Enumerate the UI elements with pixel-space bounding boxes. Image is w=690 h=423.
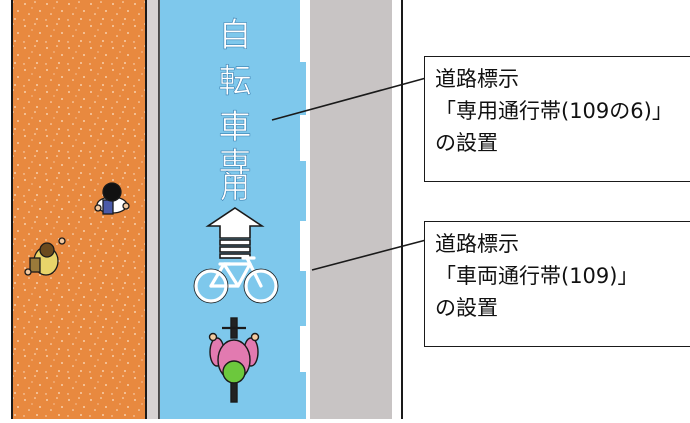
bicycle-icon (194, 256, 278, 303)
callout-dedicated-lane-marking: 道路標示 「専用通行帯(109の6)」 の設置 (424, 56, 690, 182)
cyclist-icon (208, 317, 260, 403)
pedestrian-icon-2 (24, 237, 66, 276)
leader-line-1 (271, 77, 427, 121)
callout-vehicle-lane-marking: 道路標示 「車両通行帯(109)」 の設置 (424, 221, 690, 347)
arrow-up-icon (205, 207, 265, 259)
callout-2-title: 道路標示 (435, 232, 519, 256)
road-marking-text: 自 転 車 専 用 (218, 15, 252, 207)
leader-line-2 (311, 239, 427, 271)
marking-char-4: 専 (219, 145, 252, 184)
callout-1-name: 「専用通行帯(109の6)」 (435, 99, 673, 123)
marking-char-5: 用 (220, 171, 250, 206)
curb (147, 0, 159, 419)
lane-dashed-line (300, 0, 309, 372)
road (310, 0, 392, 419)
marking-char-2: 転 (219, 61, 252, 100)
callout-2-suffix: の設置 (435, 296, 498, 320)
bicycle-icon-outline (193, 268, 279, 304)
pedestrian-icon (94, 182, 130, 215)
marking-char-3: 車 (219, 107, 252, 146)
callout-2-name: 「車両通行帯(109)」 (435, 264, 639, 288)
callout-1-title: 道路標示 (435, 67, 519, 91)
callout-1-suffix: の設置 (435, 131, 498, 155)
marking-char-1: 自 (219, 15, 252, 54)
road-right (392, 0, 402, 419)
